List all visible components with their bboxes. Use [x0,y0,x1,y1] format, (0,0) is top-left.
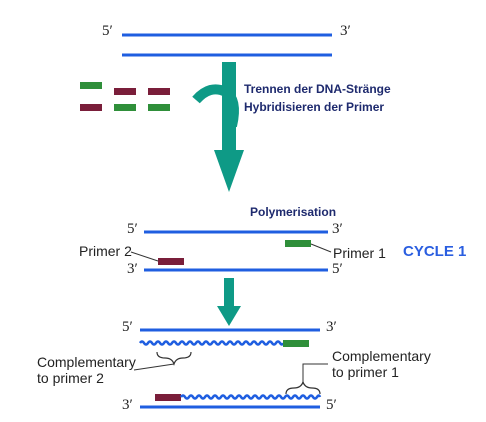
hybrid-bottom-5prime: 5′ [332,261,343,277]
free-primer-maroon [148,88,170,95]
free-primer-maroon [114,88,136,95]
free-primer-green [148,104,170,111]
comp2-line1: Complementary [37,354,136,370]
hybrid-top-5prime: 5′ [127,221,138,237]
cycle-label: CYCLE 1 [403,243,467,260]
brace-primer1 [285,380,321,395]
process-arrow-2 [217,278,241,326]
primer-1-bound [285,240,311,247]
primer-1-extended [283,340,309,347]
brace-primer1-leader [302,363,328,382]
primer-1-label: Primer 1 [333,245,386,261]
top-5prime-label: 5′ [102,23,113,39]
step-line-1: Trennen der DNA-Stränge [244,82,391,96]
comp2-line2: to primer 2 [37,370,104,386]
free-primer-green [114,104,136,111]
ext-top-3prime: 3′ [326,319,337,335]
ext-bottom-5prime: 5′ [326,397,337,413]
primer-2-label: Primer 2 [79,243,132,259]
primer-2-leader [130,251,159,262]
free-primer-green [80,82,102,89]
brace-primer2 [156,351,192,366]
top-3prime-label: 3′ [340,23,351,39]
hybrid-bottom-3prime: 3′ [127,261,138,277]
step-separation-label: Trennen der DNA-Stränge Hybridisieren de… [244,80,391,116]
primer-2-extended [155,394,181,401]
ext-top-5prime: 5′ [122,319,133,335]
primer-2-bound [158,258,184,265]
step-polymerisation-label: Polymerisation [250,205,337,219]
complementary-primer2-label: Complementary to primer 2 [37,354,136,386]
ext-bottom-3prime: 3′ [122,397,133,413]
complementary-primer1-label: Complementary to primer 1 [332,348,431,380]
process-arrow-1 [192,62,244,192]
comp1-line2: to primer 1 [332,364,399,380]
free-primer-maroon [80,104,102,111]
comp1-line1: Complementary [332,348,431,364]
hybrid-top-3prime: 3′ [332,221,343,237]
brace-primer2-leader [133,363,175,371]
primer-1-leader [310,243,332,253]
new-strand-from-primer2 [179,394,322,400]
step-line-2: Hybridisieren der Primer [244,100,385,114]
new-strand-from-primer1 [138,340,285,346]
